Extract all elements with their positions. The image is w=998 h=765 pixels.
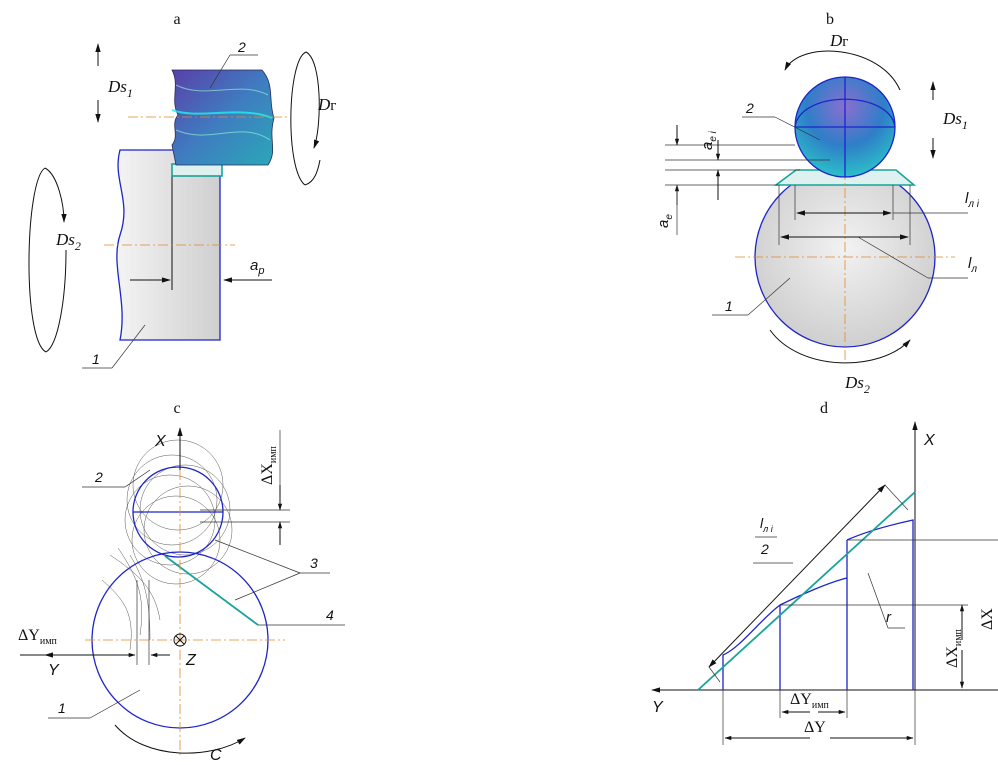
rotation-arc-ds2: [28, 167, 47, 353]
label-lli-num: lл i: [760, 515, 774, 534]
label-ds2: Ds2: [844, 373, 870, 396]
label-y: Y: [652, 699, 664, 716]
label-y: Y: [48, 662, 60, 679]
cut-line: [697, 491, 916, 691]
ll-leader: [857, 236, 929, 279]
label-lli: lл i: [965, 190, 980, 210]
leader-2: [124, 469, 151, 488]
label-ap: ap: [250, 257, 264, 277]
workpiece-1: [116, 149, 221, 341]
label-ds2: Ds2: [55, 230, 81, 253]
dim-ext-line: [884, 484, 909, 511]
leader-1: [747, 277, 791, 316]
removed-layer-a: [171, 163, 223, 177]
label-part-3: 3: [310, 555, 318, 571]
label-part-1: 1: [725, 298, 733, 314]
tool-path-traces-3: [101, 439, 233, 651]
flute-line: [171, 109, 273, 119]
label-c: C: [210, 747, 222, 764]
label-dy-imp: ΔYимп: [790, 691, 830, 711]
label-r: r: [886, 609, 892, 626]
leader-3: [234, 572, 301, 601]
leader-1: [89, 689, 141, 719]
panel-c: c X Y Z: [18, 400, 345, 764]
panel-d-title: d: [820, 400, 828, 417]
flute-line: [175, 129, 271, 141]
panel-b-title: b: [826, 11, 834, 28]
label-dx-imp: ΔXимп: [259, 445, 279, 485]
label-dy: ΔY: [804, 719, 826, 736]
z-axis-symbol: [173, 633, 187, 647]
panel-a: a 2 1 Ds1 Dг Ds2: [28, 11, 336, 369]
milling-cutter-2: [171, 69, 275, 166]
label-part-2: 2: [237, 39, 246, 55]
label-part-2: 2: [94, 469, 103, 485]
label-lli-den: 2: [760, 541, 769, 557]
label-dr: Dг: [317, 95, 336, 114]
leader-2: [209, 54, 231, 89]
label-ds1: Ds1: [942, 109, 968, 132]
z-axis-symbol: [175, 635, 185, 645]
leader-2: [774, 116, 821, 141]
label-x: X: [923, 432, 936, 449]
panel-c-title: c: [173, 400, 180, 417]
panel-a-title: a: [173, 11, 180, 28]
rotation-arc-c: [114, 724, 246, 754]
rotation-arc-ds2: [45, 249, 67, 353]
label-part-1: 1: [58, 700, 66, 716]
label-aei: ae i: [699, 130, 719, 150]
label-dx: ΔX: [979, 608, 996, 630]
label-x: X: [154, 433, 167, 450]
panel-d: d X Y lл i 2 r ΔXимп ΔX ΔY: [651, 400, 998, 745]
label-part-4: 4: [326, 607, 334, 623]
lli-half-dim: [708, 484, 886, 668]
dim-ext-line: [708, 666, 721, 683]
cut-line-4: [164, 555, 259, 626]
r-leader: [867, 572, 889, 629]
label-dr: Dг: [829, 31, 848, 50]
rotation-arc-dr: [304, 159, 321, 186]
panel-b: b 2 1 Dг Ds1 Ds2: [655, 11, 980, 396]
leader-3: [214, 539, 301, 574]
label-part-1: 1: [92, 351, 100, 367]
label-z: Z: [185, 652, 197, 669]
rotation-arc-dr: [784, 50, 901, 91]
label-dx-imp: ΔXимп: [944, 628, 964, 668]
label-ds1: Ds1: [107, 77, 133, 100]
rotation-arc-dr-end: [305, 51, 320, 149]
label-ae: ae: [655, 214, 675, 228]
flute-line: [175, 84, 269, 96]
rotation-arc-ds2: [769, 329, 911, 364]
label-dy-imp: ΔYимп: [18, 627, 58, 647]
rotation-arc-dr: [290, 51, 307, 186]
label-ll: lл: [968, 255, 977, 275]
rotation-arc-ds2-end: [44, 167, 67, 223]
leader-1: [111, 324, 146, 369]
label-part-2: 2: [745, 100, 754, 116]
